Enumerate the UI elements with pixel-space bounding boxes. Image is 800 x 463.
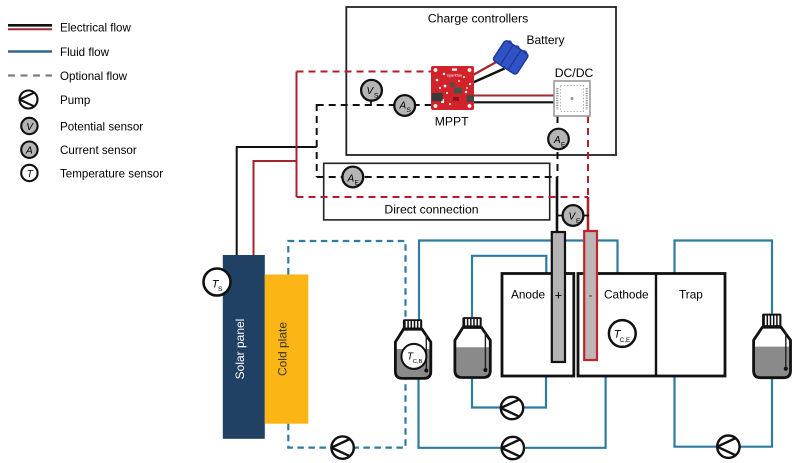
svg-text:C,E: C,E <box>620 337 630 344</box>
svg-text:Electrical flow: Electrical flow <box>60 22 131 35</box>
svg-text:T: T <box>614 329 622 341</box>
svg-text:Potential sensor: Potential sensor <box>60 120 143 133</box>
svg-text:E: E <box>355 180 360 187</box>
svg-text:A: A <box>399 101 407 112</box>
svg-text:DC/DC: DC/DC <box>555 66 594 80</box>
svg-text:-: - <box>588 288 592 303</box>
svg-text:S: S <box>407 107 412 114</box>
svg-text:Cathode: Cathode <box>604 288 649 302</box>
svg-text:C,B: C,B <box>413 359 423 365</box>
svg-text:Temperature sensor: Temperature sensor <box>60 167 163 180</box>
svg-text:A: A <box>347 174 355 185</box>
svg-text:V: V <box>569 212 577 223</box>
svg-text:MPPT: MPPT <box>435 115 469 129</box>
svg-text:Fluid flow: Fluid flow <box>60 46 110 59</box>
svg-text:+: + <box>555 288 563 303</box>
svg-text:Optional flow: Optional flow <box>60 70 128 83</box>
svg-text:V: V <box>26 122 34 133</box>
svg-text:Solar panel: Solar panel <box>233 319 247 380</box>
svg-text:Battery: Battery <box>527 33 565 47</box>
svg-text:T: T <box>407 352 414 363</box>
svg-text:Trap: Trap <box>679 288 703 302</box>
svg-text:T: T <box>212 279 220 291</box>
svg-text:E: E <box>561 142 566 149</box>
svg-text:Current sensor: Current sensor <box>60 144 137 157</box>
svg-text:A: A <box>553 135 561 146</box>
svg-text:A: A <box>25 146 33 157</box>
svg-text:Charge controllers: Charge controllers <box>428 12 528 26</box>
svg-text:S: S <box>374 93 379 100</box>
svg-text:V: V <box>367 86 375 97</box>
svg-text:Direct connection: Direct connection <box>384 203 478 217</box>
svg-text:Cold plate: Cold plate <box>276 322 290 376</box>
svg-text:sparkfun: sparkfun <box>447 73 462 78</box>
svg-text:Pump: Pump <box>60 94 90 107</box>
svg-text:T: T <box>27 169 34 180</box>
svg-text:Anode: Anode <box>511 288 546 302</box>
svg-text:E: E <box>576 218 581 225</box>
svg-text:S: S <box>218 286 223 293</box>
